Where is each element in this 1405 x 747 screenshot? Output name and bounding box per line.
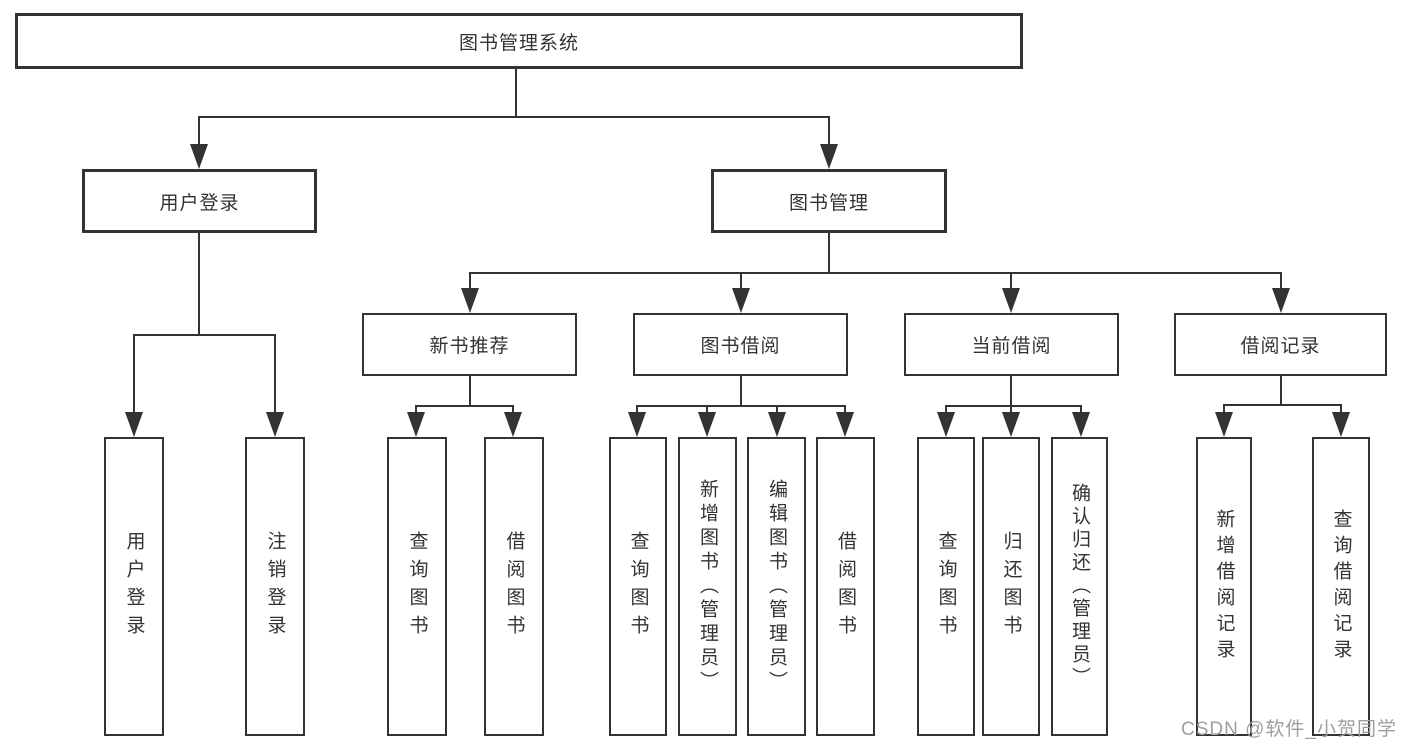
leaf-edit-books-admin: 编辑图书（管理员） — [747, 437, 806, 736]
connector-newbookrec-hbar — [415, 405, 514, 407]
arrowhead-down-icon — [1072, 412, 1090, 437]
arrowhead-down-icon — [407, 412, 425, 437]
arrowhead-down-icon — [461, 288, 479, 313]
connector-bookborrow-hbar — [636, 405, 846, 407]
node-book-borrow: 图书借阅 — [633, 313, 848, 376]
arrowhead-down-icon — [820, 144, 838, 169]
leaf-borrow-books-borrow: 借阅图书 — [816, 437, 875, 736]
leaf-confirm-return-admin-label: 确认归还（管理员） — [1069, 483, 1090, 690]
leaf-query-books-current-label: 查询图书 — [935, 530, 957, 643]
arrowhead-down-icon — [504, 412, 522, 437]
leaf-edit-books-admin-label: 编辑图书（管理员） — [766, 478, 787, 695]
leaf-add-borrow-record-label: 新增借阅记录 — [1213, 508, 1235, 665]
leaf-query-borrow-record: 查询借阅记录 — [1312, 437, 1370, 736]
connector-bookmgmt-vline — [828, 233, 830, 274]
arrowhead-down-icon — [698, 412, 716, 437]
connector-root-vline — [515, 69, 517, 117]
leaf-query-books-newrec: 查询图书 — [387, 437, 447, 736]
leaf-query-books-newrec-label: 查询图书 — [406, 530, 428, 643]
leaf-add-books-admin-label: 新增图书（管理员） — [697, 478, 718, 695]
node-user-login-label: 用户登录 — [159, 192, 240, 214]
arrowhead-down-icon — [266, 412, 284, 437]
arrowhead-down-icon — [732, 288, 750, 313]
leaf-borrow-books-borrow-label: 借阅图书 — [835, 530, 856, 643]
leaf-logout: 注销登录 — [245, 437, 305, 736]
connector-bookmgmt-hbar — [469, 272, 1282, 274]
connector-borrowrecords-drop-1 — [1223, 404, 1225, 419]
connector-bookmgmt-drop-3 — [1010, 272, 1012, 296]
leaf-borrow-books-newrec-label: 借阅图书 — [503, 530, 525, 643]
arrowhead-down-icon — [1332, 412, 1350, 437]
arrowhead-down-icon — [1272, 288, 1290, 313]
node-book-mgmt: 图书管理 — [711, 169, 947, 233]
connector-borrowrecords-vline — [1280, 376, 1282, 406]
connector-borrowrecords-hbar — [1223, 404, 1342, 406]
leaf-borrow-books-newrec: 借阅图书 — [484, 437, 544, 736]
leaf-return-books-label: 归还图书 — [1000, 530, 1022, 643]
connector-root-hbar — [198, 116, 830, 118]
node-borrow-records-label: 借阅记录 — [1240, 336, 1321, 357]
connector-bookmgmt-drop-2 — [740, 272, 742, 296]
connector-userlogin-drop-right — [274, 334, 276, 419]
node-borrow-records: 借阅记录 — [1174, 313, 1387, 376]
connector-currentborrow-hbar — [945, 405, 1082, 407]
connector-borrowrecords-drop-2 — [1340, 404, 1342, 419]
leaf-add-borrow-record: 新增借阅记录 — [1196, 437, 1252, 736]
connector-currentborrow-vline — [1010, 376, 1012, 407]
arrowhead-down-icon — [768, 412, 786, 437]
connector-bookmgmt-drop-1 — [469, 272, 471, 296]
arrowhead-down-icon — [125, 412, 143, 437]
arrowhead-down-icon — [628, 412, 646, 437]
leaf-query-books-borrow: 查询图书 — [609, 437, 667, 736]
connector-userlogin-vline — [198, 233, 200, 336]
leaf-add-books-admin: 新增图书（管理员） — [678, 437, 737, 736]
leaf-query-borrow-record-label: 查询借阅记录 — [1330, 508, 1352, 665]
node-new-book-rec: 新书推荐 — [362, 313, 577, 376]
node-current-borrow-label: 当前借阅 — [971, 336, 1052, 357]
arrowhead-down-icon — [1002, 288, 1020, 313]
leaf-return-books: 归还图书 — [982, 437, 1040, 736]
arrowhead-down-icon — [1215, 412, 1233, 437]
leaf-query-books-borrow-label: 查询图书 — [627, 530, 649, 643]
connector-userlogin-hbar — [133, 334, 276, 336]
connector-root-drop-right — [828, 116, 830, 152]
node-root-label: 图书管理系统 — [458, 32, 579, 54]
node-book-borrow-label: 图书借阅 — [700, 336, 781, 357]
arrowhead-down-icon — [937, 412, 955, 437]
watermark: CSDN @软件_小贺同学 — [1181, 719, 1397, 740]
leaf-logout-label: 注销登录 — [264, 530, 286, 643]
connector-bookborrow-vline — [740, 376, 742, 407]
arrowhead-down-icon — [1002, 412, 1020, 437]
node-current-borrow: 当前借阅 — [904, 313, 1119, 376]
node-root: 图书管理系统 — [15, 13, 1023, 69]
node-user-login: 用户登录 — [82, 169, 317, 233]
connector-bookmgmt-drop-4 — [1280, 272, 1282, 296]
node-new-book-rec-label: 新书推荐 — [429, 336, 510, 357]
leaf-confirm-return-admin: 确认归还（管理员） — [1051, 437, 1108, 736]
node-book-mgmt-label: 图书管理 — [788, 192, 869, 214]
connector-userlogin-drop-left — [133, 334, 135, 419]
leaf-user-login: 用户登录 — [104, 437, 164, 736]
arrowhead-down-icon — [836, 412, 854, 437]
leaf-user-login-label: 用户登录 — [123, 530, 145, 643]
connector-root-drop-left — [198, 116, 200, 152]
connector-newbookrec-vline — [469, 376, 471, 407]
arrowhead-down-icon — [190, 144, 208, 169]
leaf-query-books-current: 查询图书 — [917, 437, 975, 736]
